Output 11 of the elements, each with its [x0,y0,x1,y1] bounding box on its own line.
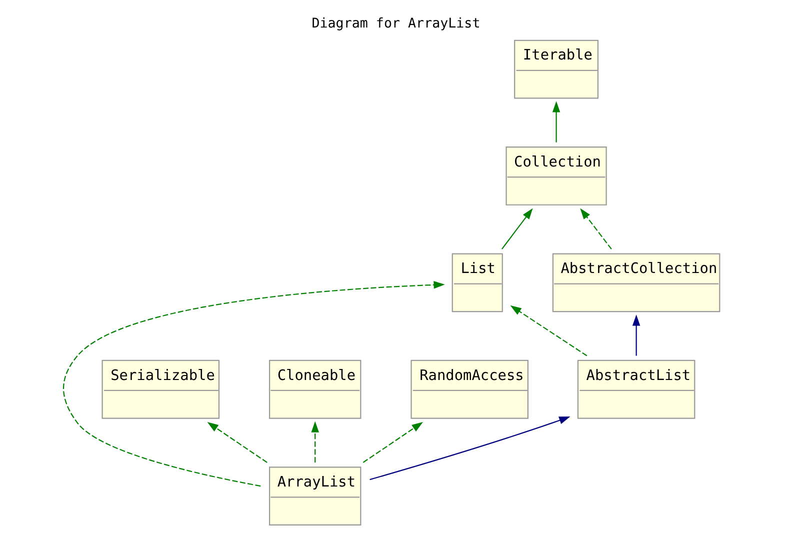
arrow [206,422,267,463]
arrow [632,314,640,356]
diagram-title: Diagram for ArrayList [311,16,480,32]
arrow [310,421,318,462]
arrow [580,208,612,250]
arrow [552,101,560,142]
arrow [62,281,444,487]
arrow [369,416,570,480]
arrow [510,305,587,356]
arrow [362,422,422,463]
arrow [500,208,532,250]
